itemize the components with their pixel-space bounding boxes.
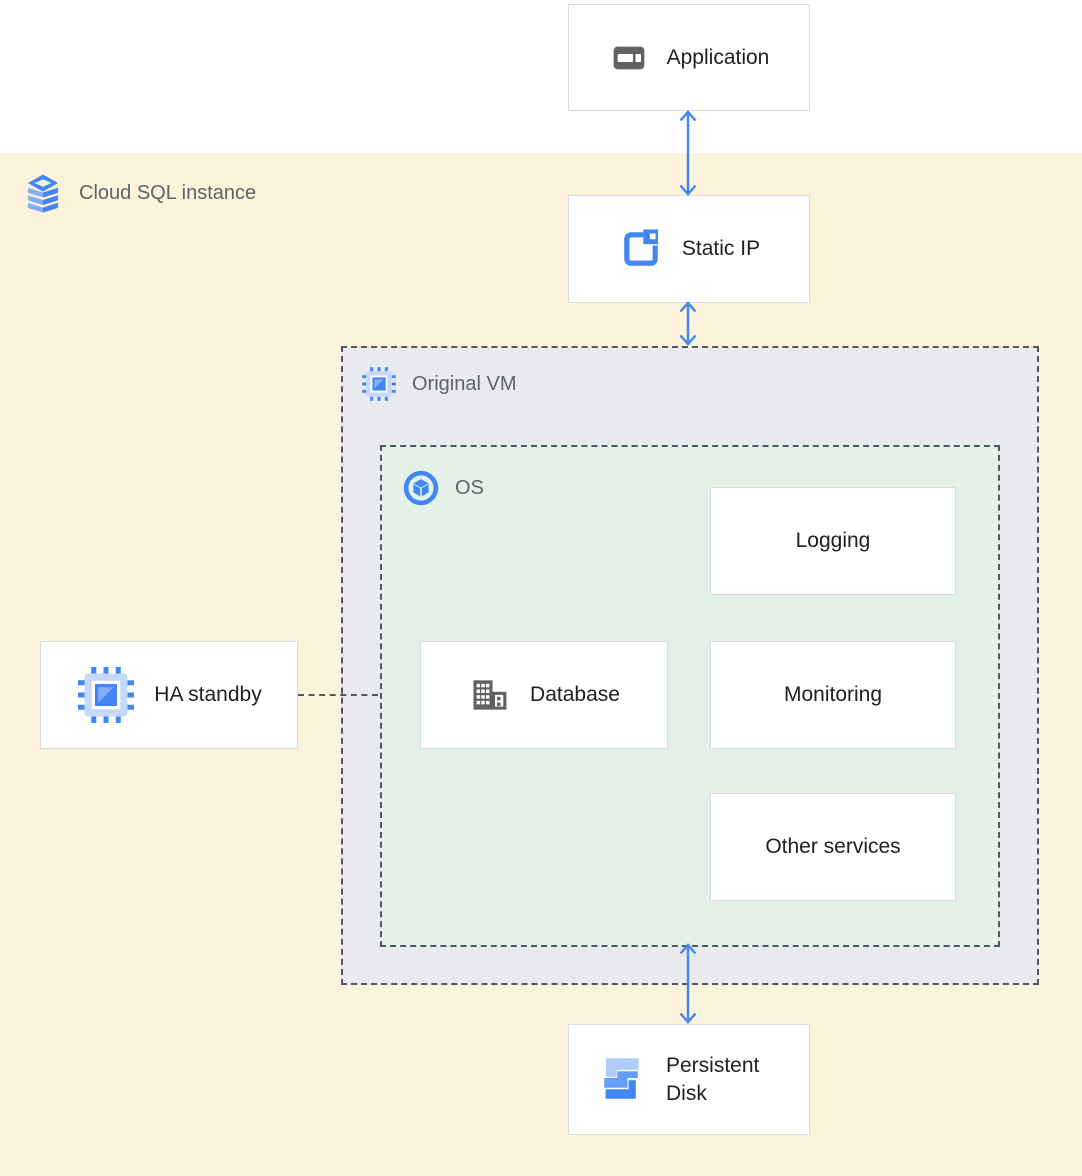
os-label-row: OS	[402, 469, 484, 507]
arrow-application-static-ip	[677, 109, 699, 197]
node-database: Database	[420, 641, 668, 749]
other-services-label: Other services	[765, 835, 901, 859]
cloud-sql-instance-label: Cloud SQL instance	[79, 181, 257, 204]
persistent-disk-label: Persistent Disk	[666, 1054, 760, 1105]
static-ip-icon	[624, 229, 658, 266]
arrow-static-ip-original-vm	[677, 300, 699, 347]
monitoring-label: Monitoring	[783, 683, 883, 707]
node-static-ip: Static IP	[568, 195, 810, 303]
persistent-disk-icon	[604, 1057, 639, 1099]
static-ip-label: Static IP	[681, 237, 761, 261]
node-other-services: Other services	[710, 793, 956, 901]
node-application: Application	[568, 4, 810, 111]
node-ha-standby: HA standby	[40, 641, 298, 749]
arrow-os-persistent-disk	[677, 942, 699, 1025]
database-icon	[473, 680, 507, 710]
database-label: Database	[530, 683, 620, 707]
ha-standby-connector	[298, 694, 378, 696]
compute-engine-icon	[362, 367, 396, 401]
original-vm-label: Original VM	[412, 372, 517, 395]
node-persistent-disk: Persistent Disk	[568, 1024, 810, 1135]
ha-standby-label: HA standby	[154, 683, 262, 707]
os-label: OS	[455, 476, 484, 499]
os-icon	[403, 470, 439, 506]
application-label: Application	[666, 45, 770, 69]
cloud-sql-icon	[27, 174, 59, 213]
logging-label: Logging	[795, 529, 871, 553]
node-monitoring: Monitoring	[710, 641, 956, 749]
cloud-sql-instance-label-row: Cloud SQL instance	[22, 172, 256, 214]
application-icon	[613, 46, 644, 69]
node-logging: Logging	[710, 487, 956, 595]
original-vm-label-row: Original VM	[361, 366, 516, 402]
compute-engine-icon	[78, 667, 135, 723]
